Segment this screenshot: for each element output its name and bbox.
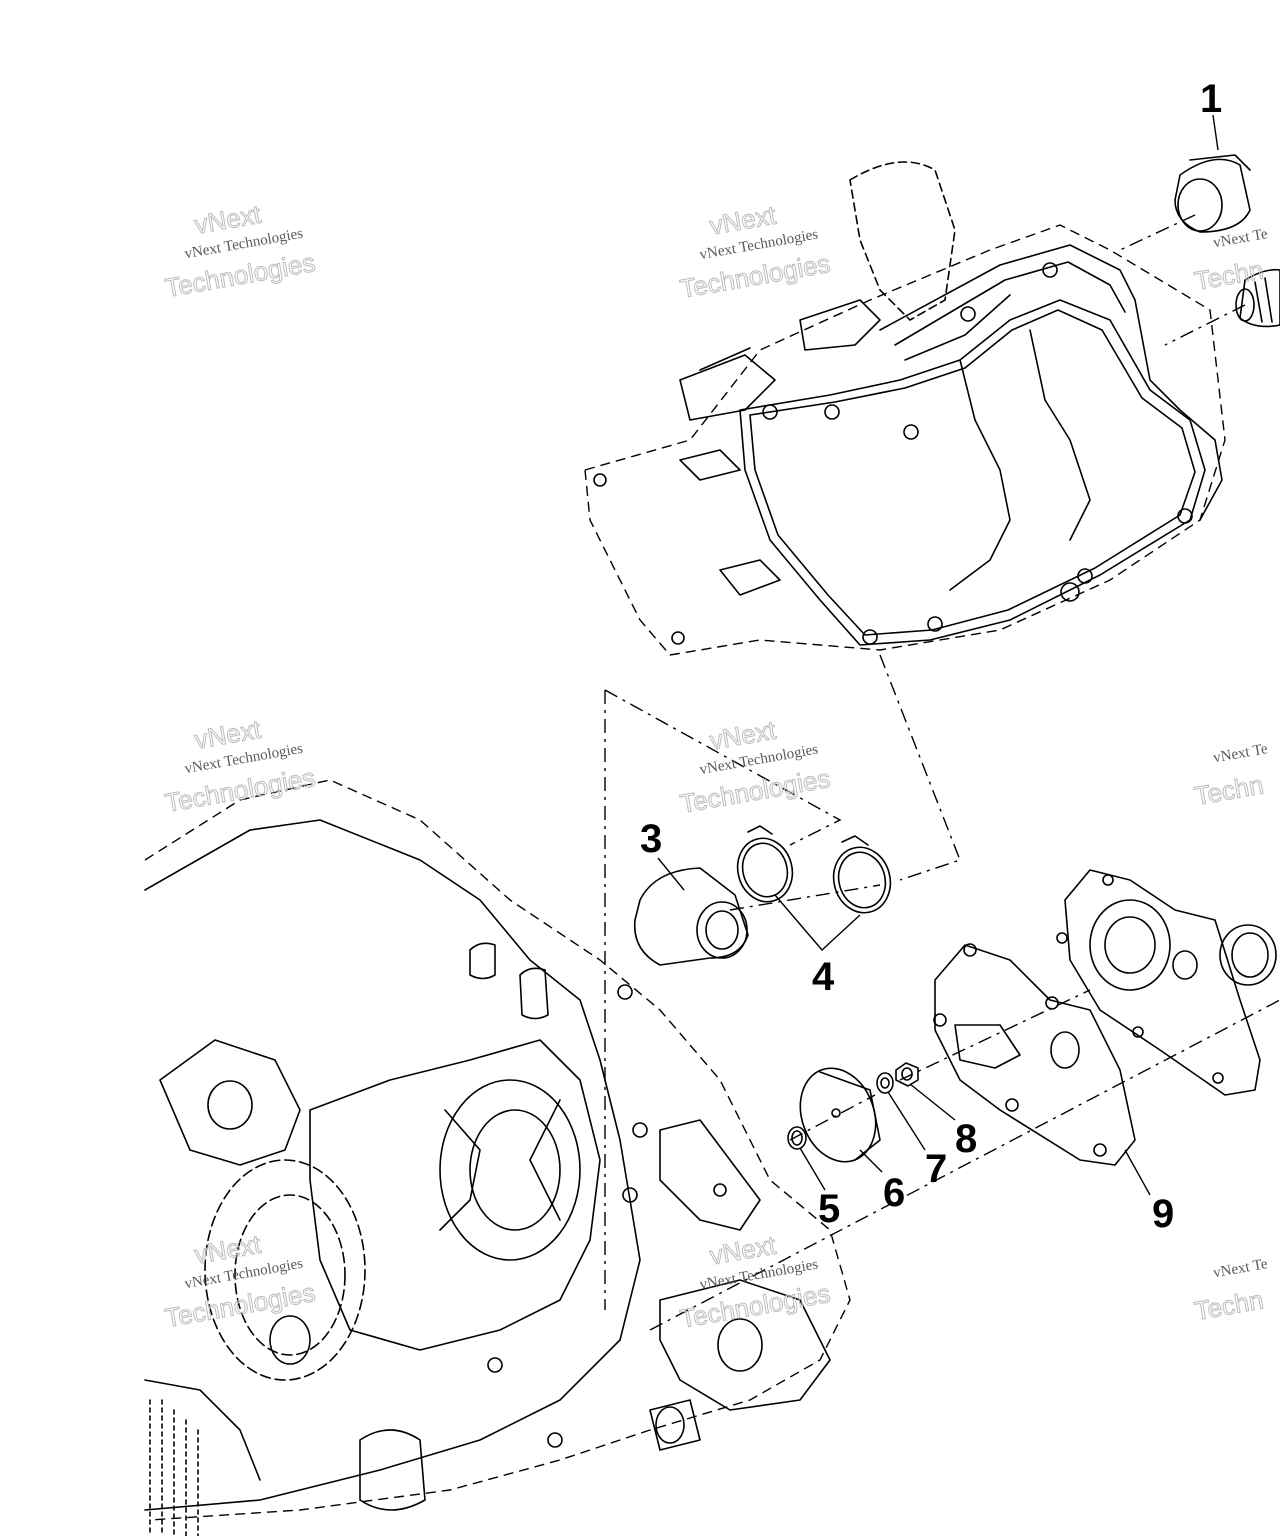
watermark-mid-right: vNext Te Techn xyxy=(1192,741,1270,812)
svg-text:vNext Te: vNext Te xyxy=(1212,1256,1269,1281)
part-7-washer xyxy=(876,1072,926,1151)
callout-1: 1 xyxy=(1200,77,1222,121)
pump-cover xyxy=(1056,869,1277,1096)
watermark-top-center: vNext vNext Technologies Technologies xyxy=(677,199,833,304)
svg-text:Techn: Techn xyxy=(1192,1285,1266,1327)
part-6-impeller xyxy=(799,1067,883,1173)
centerline-part1 xyxy=(1119,214,1196,251)
crankcase-assembly xyxy=(144,779,851,1536)
callout-7: 7 xyxy=(925,1147,947,1191)
cylinder-head-assembly xyxy=(584,161,1226,656)
svg-text:Techn: Techn xyxy=(1192,770,1266,812)
callout-8: 8 xyxy=(955,1117,977,1161)
pump-centerline-2 xyxy=(899,989,1091,1081)
watermark-top-left: vNext vNext Technologies Technologies xyxy=(162,198,318,303)
watermark-mid-center: vNext vNext Technologies Technologies xyxy=(677,714,833,819)
watermark-mid-left: vNext vNext Technologies Technologies xyxy=(162,713,318,818)
part-4-clamps xyxy=(729,825,892,952)
centerline-part2 xyxy=(1164,304,1246,346)
part-1-thermostat-cap xyxy=(1174,154,1280,328)
part-5-seal xyxy=(787,1126,826,1191)
svg-text:Techn: Techn xyxy=(1192,255,1266,297)
pump-centerline-3 xyxy=(789,1094,876,1141)
callout-9: 9 xyxy=(1152,1192,1174,1236)
svg-text:vNext Te: vNext Te xyxy=(1212,741,1269,766)
pump-centerline xyxy=(649,999,1280,1331)
callout-6: 6 xyxy=(883,1171,905,1215)
part-9-gasket xyxy=(933,943,1151,1196)
part-3-hose xyxy=(633,857,749,966)
callout-5: 5 xyxy=(818,1187,840,1231)
watermark-bottom-right: vNext Te Techn xyxy=(1192,1256,1270,1327)
watermark-top-right: vNext Te Techn xyxy=(1192,226,1270,297)
callout-3: 3 xyxy=(640,817,662,861)
hose-clamp-group-box xyxy=(604,654,961,1310)
callout-labels: 1 3 4 5 6 7 8 9 xyxy=(640,77,1222,1236)
leader-1 xyxy=(1212,114,1219,151)
part-8-nut xyxy=(895,1062,956,1121)
callout-4: 4 xyxy=(812,955,835,999)
